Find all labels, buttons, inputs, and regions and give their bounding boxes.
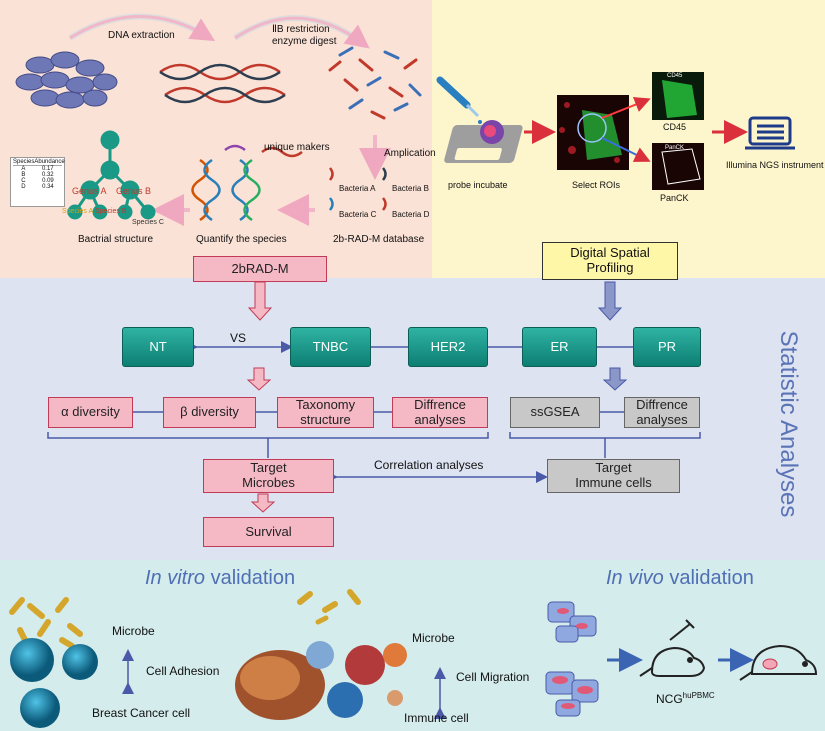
select-rois-label: Select ROIs xyxy=(572,180,621,190)
table-cell: C xyxy=(21,178,26,184)
diffrence-analyses-right: Diffrence analyses xyxy=(624,397,700,428)
table-row: A 0.17 xyxy=(13,166,62,172)
table-header: Abundance xyxy=(34,159,65,165)
diffrence-analyses-left: Diffrence analyses xyxy=(392,397,488,428)
cd45-micro-label: CD45 xyxy=(667,73,683,79)
amplication-label: Amplication xyxy=(384,148,436,159)
species-b-label: Species B xyxy=(95,208,127,215)
bottom-panel xyxy=(0,560,825,731)
slide-illustration xyxy=(444,120,523,163)
dna-helix xyxy=(159,63,286,104)
in-vivo-title: In vivo validation xyxy=(606,567,754,590)
ncg-superscript: huPBMC xyxy=(682,691,715,700)
block-arrow xyxy=(246,281,276,513)
in-vitro-title: In vitro validation xyxy=(145,567,295,590)
genus-a-label: Genus A xyxy=(72,186,107,196)
table-cell: 0.17 xyxy=(41,166,54,172)
immune-cells-illustration xyxy=(235,589,407,720)
cd45-label: CD45 xyxy=(663,122,687,132)
bacteria-b-label: Bacteria B xyxy=(392,184,429,193)
bacteria-d-label: Bacteria D xyxy=(392,210,430,219)
pipette-icon xyxy=(436,76,482,124)
correlation-label: Correlation analyses xyxy=(374,458,484,472)
dna-fragments xyxy=(328,46,422,120)
table-header: Species xyxy=(13,159,35,165)
species-a-label: Species A xyxy=(62,208,94,215)
validation-text: validation xyxy=(205,567,296,589)
probe-incubate-label: probe incubate xyxy=(448,180,508,190)
unique-markers-label: unique makers xyxy=(264,142,330,153)
in-vitro-italic: In vitro xyxy=(145,567,206,589)
cell-migration-label: Cell Migration xyxy=(456,670,530,684)
group-pr: PR xyxy=(633,327,701,367)
group-her2: HER2 xyxy=(408,327,488,367)
group-er: ER xyxy=(522,327,597,367)
quantify-species-label: Quantify the species xyxy=(196,234,287,245)
table-row: C 0.09 xyxy=(13,178,62,184)
taxonomy-tree xyxy=(67,130,156,220)
microbe-label-right: Microbe xyxy=(412,631,455,645)
bacteria-rods xyxy=(9,597,83,649)
block-arrow xyxy=(597,281,628,391)
alpha-diversity: α diversity xyxy=(48,397,133,428)
bactrial-structure-label: Bactrial structure xyxy=(78,234,154,245)
beta-diversity: β diversity xyxy=(163,397,256,428)
top-right-illustrations xyxy=(436,72,795,190)
tumor-cells-illustration xyxy=(545,601,599,717)
ncg-label: NCGhuPBMC xyxy=(656,691,715,706)
in-vivo-italic: In vivo xyxy=(606,567,664,589)
bacteria-a-label: Bacteria A xyxy=(339,184,376,193)
table-cell: 0.34 xyxy=(42,184,54,190)
species-helices xyxy=(191,144,303,222)
dna-extraction-label: DNA extraction xyxy=(108,30,175,41)
panck-micro-label: PanCK xyxy=(665,145,685,151)
breast-cancer-cell-label: Breast Cancer cell xyxy=(92,706,191,720)
validation-text: validation xyxy=(663,567,754,589)
table-row: D 0.34 xyxy=(13,184,62,190)
table-cell: 0.09 xyxy=(42,178,54,184)
table-cell: D xyxy=(21,184,26,190)
database-label: 2b-RAD-M database xyxy=(333,234,425,245)
survival: Survival xyxy=(203,517,334,547)
mouse-injection-icon xyxy=(639,619,706,677)
genus-b-label: Genus B xyxy=(116,186,152,196)
instrument-label: Illumina NGS instrument xyxy=(726,160,824,170)
breast-cancer-cells xyxy=(10,638,98,728)
mouse-icon xyxy=(739,644,818,681)
ncg-text: NCG xyxy=(656,692,683,706)
group-tnbc: TNBC xyxy=(290,327,371,367)
table-row: B 0.32 xyxy=(13,172,62,178)
ssgsea: ssGSEA xyxy=(510,397,600,428)
species-c-label: Species C xyxy=(132,219,164,226)
top-left-arrows xyxy=(15,13,422,226)
ngs-instrument-icon xyxy=(745,116,795,150)
method-2bradm: 2bRAD-M xyxy=(193,256,327,282)
cell-adhesion-label: Cell Adhesion xyxy=(146,664,220,678)
bacteria-c-label: Bacteria C xyxy=(339,210,377,219)
bottom-illustrations xyxy=(9,589,818,728)
restriction-digest-label: ⅡB restriction enzyme digest xyxy=(272,24,337,47)
table-cell: 0.32 xyxy=(41,172,54,178)
taxonomy-structure: Taxonomy structure xyxy=(277,397,374,428)
statistic-analyses-title: Statistic Analyses xyxy=(775,330,802,518)
table-cell: A xyxy=(21,166,26,172)
target-immune-cells: Target Immune cells xyxy=(547,459,680,493)
table-cell: B xyxy=(21,172,26,178)
panck-label: PanCK xyxy=(660,193,689,203)
group-nt: NT xyxy=(122,327,194,367)
target-microbes: Target Microbes xyxy=(203,459,334,493)
microbe-label-left: Microbe xyxy=(112,624,155,638)
method-dsp: Digital Spatial Profiling xyxy=(542,242,678,280)
tissue-illustration xyxy=(15,51,118,109)
vs-label: VS xyxy=(230,331,247,345)
bacteria-icons xyxy=(328,167,387,211)
immune-cell-label: Immune cell xyxy=(404,711,469,725)
